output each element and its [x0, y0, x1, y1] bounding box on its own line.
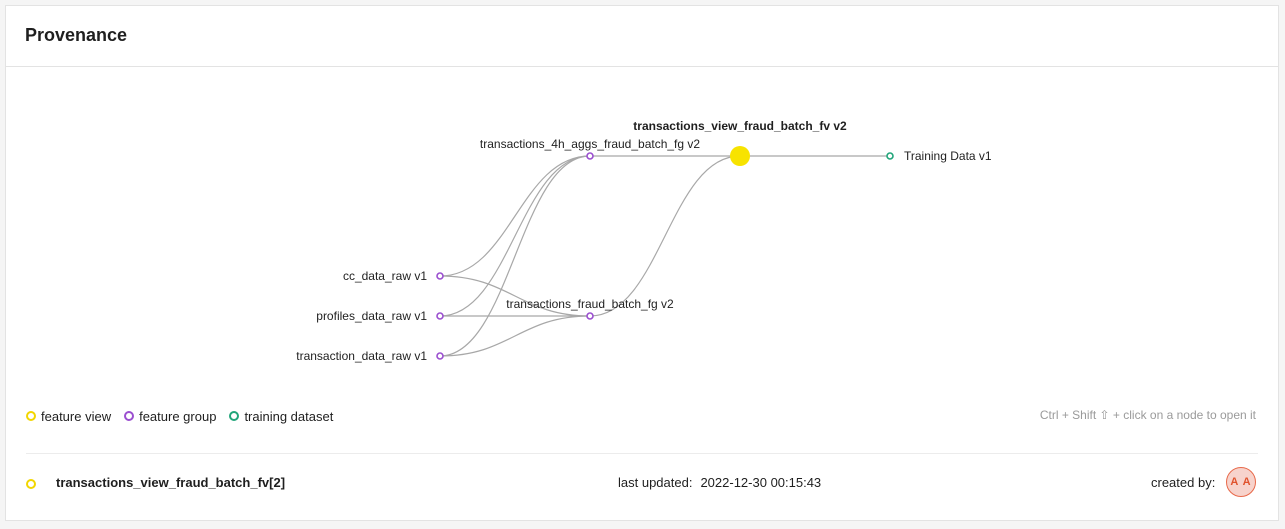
last-updated-value: 2022-12-30 00:15:43 — [700, 475, 822, 490]
last-updated-label: last updated: — [618, 475, 693, 490]
last-updated: last updated: 2022-12-30 00:15:43 — [618, 475, 821, 490]
node-raw-profiles[interactable] — [436, 312, 444, 320]
feature-view-name[interactable]: transactions_view_fraud_batch_fv[2] — [56, 475, 286, 490]
node-fg-fraud[interactable] — [586, 312, 594, 320]
legend-training-dataset-label: training dataset — [244, 408, 334, 424]
legend-feature-view: feature view — [26, 409, 111, 424]
page-title: Provenance — [25, 25, 128, 45]
divider — [26, 453, 1258, 454]
label-feature-view: transactions_view_fraud_batch_fv v2 — [633, 119, 847, 133]
edge-cc-to-aggs — [439, 155, 591, 277]
graph-edges — [439, 155, 890, 357]
legend-feature-group-label: feature group — [139, 408, 217, 424]
provenance-graph: transactions_view_fraud_batch_fv v2 Trai… — [296, 119, 992, 363]
feature-view-dot-icon — [26, 411, 36, 421]
node-raw-transaction[interactable] — [436, 352, 444, 360]
training-dataset-dot-icon — [229, 411, 240, 421]
feature-view-dot-icon — [26, 479, 36, 489]
avatar[interactable]: A A — [1226, 467, 1256, 497]
card-header: Provenance — [6, 6, 1278, 67]
provenance-card: Provenance transactions_view_fraud_batch… — [5, 5, 1279, 521]
edge-transaction-to-fraud — [439, 315, 591, 357]
node-raw-cc[interactable] — [436, 272, 444, 280]
label-raw-transaction: transaction_data_raw v1 — [296, 349, 427, 363]
label-raw-profiles: profiles_data_raw v1 — [316, 309, 427, 323]
label-raw-cc: cc_data_raw v1 — [343, 269, 427, 283]
node-fg-aggs[interactable] — [586, 152, 594, 160]
node-feature-view[interactable] — [730, 146, 750, 166]
legend-feature-group: feature group — [124, 409, 216, 424]
label-training-data: Training Data v1 — [904, 149, 992, 163]
legend-training-dataset: training dataset — [229, 409, 333, 424]
graph-legend: feature view feature group training data… — [26, 408, 346, 424]
edge-transaction-to-aggs — [439, 155, 591, 357]
legend-feature-view-label: feature view — [41, 408, 112, 424]
label-fg-fraud: transactions_fraud_batch_fg v2 — [506, 297, 674, 311]
created-by-label: created by: — [1151, 475, 1216, 490]
node-training-data[interactable] — [886, 152, 894, 160]
edge-cc-to-fraud — [439, 275, 591, 317]
edge-profiles-to-aggs — [439, 155, 591, 317]
label-fg-aggs: transactions_4h_aggs_fraud_batch_fg v2 — [480, 137, 700, 151]
edge-fraud-to-fv — [589, 155, 741, 317]
open-node-hint: Ctrl + Shift ⇧ + click on a node to open… — [1039, 408, 1256, 422]
feature-group-dot-icon — [124, 411, 135, 421]
